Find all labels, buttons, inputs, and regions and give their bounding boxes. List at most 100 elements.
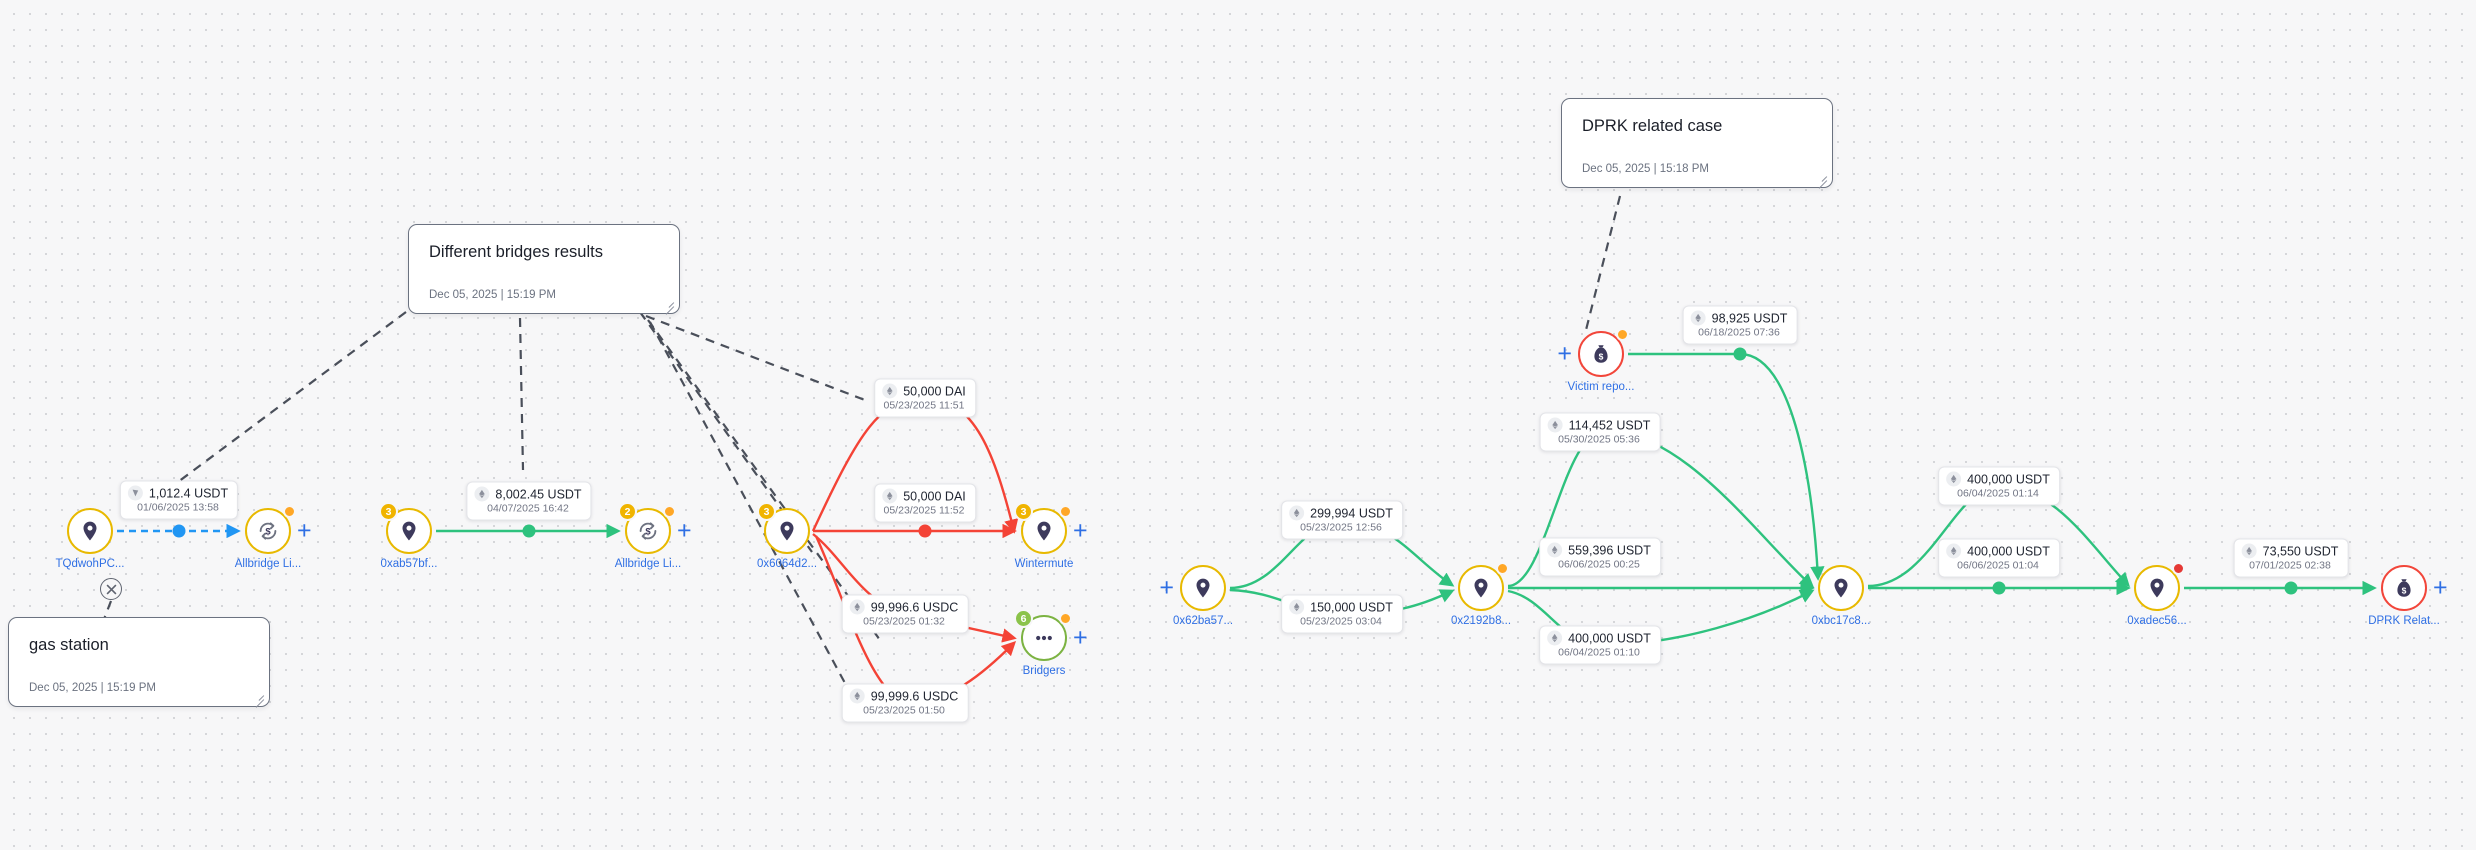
edge-amount-row: 400,000 USDT	[1547, 630, 1651, 646]
svg-text:$: $	[1599, 351, 1604, 361]
ethereum-icon	[1551, 545, 1558, 555]
node-label[interactable]: Victim repo...	[1567, 381, 1635, 393]
node-label[interactable]: 0xadec56...	[2127, 615, 2187, 627]
expand-node-button[interactable]: +	[1557, 339, 1572, 368]
graph-node-0xab57bf[interactable]: 3 0xab57bf...	[379, 502, 437, 570]
sticky-note-date: Dec 05, 2025 | 15:19 PM	[429, 289, 557, 301]
graph-node-allbridge2[interactable]: $2 + Allbridge Li...	[615, 502, 692, 570]
node-label[interactable]: 0xab57bf...	[380, 558, 438, 570]
annotation-connectors	[94, 195, 1622, 723]
node-label[interactable]: 0x2192b8...	[1450, 615, 1512, 627]
node-label[interactable]: 0x62ba57...	[1172, 615, 1234, 627]
graph-node-0x6064d2[interactable]: 3 0x6064d2...	[757, 502, 817, 570]
graph-node-0xadec56[interactable]: 0xadec56...	[2127, 562, 2187, 627]
graph-node-tqdwoh[interactable]: TQdwohPC...	[55, 508, 125, 570]
graph-node-0xbc17c8[interactable]: 0xbc17c8...	[1812, 565, 1870, 627]
edge-timestamp: 05/23/2025 03:04	[1300, 615, 1382, 628]
node-label[interactable]: DPRK Relat...	[2368, 615, 2440, 627]
pin-icon	[780, 521, 794, 541]
node-status-dot	[1059, 505, 1072, 518]
pin-icon	[2150, 578, 2164, 598]
node-ring	[2134, 565, 2180, 611]
node-count-badge[interactable]: 3	[757, 502, 776, 521]
edge-amount: 559,396 USDT	[1568, 543, 1651, 557]
edge-amount: 50,000 DAI	[903, 489, 966, 503]
node-label[interactable]: Allbridge Li...	[614, 558, 682, 570]
edge-amount-row: 114,452 USDT	[1547, 417, 1650, 433]
ethereum-icon	[1551, 633, 1558, 643]
node-label[interactable]: 0x6064d2...	[756, 558, 818, 570]
graph-node-wintermute[interactable]: 3 + Wintermute	[1014, 502, 1088, 570]
edge-amount: 400,000 USDT	[1568, 631, 1651, 645]
sticky-note-title[interactable]: Different bridges results	[429, 243, 603, 261]
node-status-dot	[283, 505, 296, 518]
node-count-badge[interactable]: 3	[379, 502, 398, 521]
ethereum-icon	[1695, 313, 1701, 323]
expand-node-button[interactable]: +	[2433, 573, 2448, 602]
edge-amount-row: 99,996.6 USDC	[849, 599, 959, 615]
node-status-dot	[2172, 562, 2185, 575]
graph-node-0x62ba57[interactable]: +0x62ba57...	[1159, 565, 1233, 627]
edge-timestamp: 05/23/2025 12:56	[1300, 521, 1382, 534]
node-label[interactable]: Bridgers	[1022, 665, 1066, 677]
edge-timestamp: 06/04/2025 01:14	[1957, 487, 2039, 500]
node-label[interactable]: 0xbc17c8...	[1811, 615, 1871, 627]
ethereum-icon	[886, 386, 893, 396]
graph-node-bridgers[interactable]: 6 + Bridgers	[1014, 609, 1088, 677]
graph-node-victim[interactable]: $ + Victim repo...	[1557, 328, 1634, 393]
edge-ab57bf-allbridge	[436, 523, 621, 539]
expand-node-button[interactable]: +	[1159, 573, 1174, 602]
node-label[interactable]: Allbridge Li...	[234, 558, 302, 570]
node-status-dot	[1496, 562, 1509, 575]
node-status-dot	[663, 505, 676, 518]
close-icon[interactable]	[100, 578, 122, 600]
moneybag-icon: $	[2397, 579, 2411, 597]
edge-amount: 99,999.6 USDC	[870, 689, 959, 703]
edge-amount: 8,002.45 USDT	[495, 487, 582, 501]
resize-handle-icon[interactable]	[1815, 171, 1828, 189]
graph-node-allbridge1[interactable]: $+Allbridge Li...	[235, 505, 312, 570]
resize-handle-icon[interactable]	[252, 690, 265, 708]
node-count-badge[interactable]: 2	[618, 502, 637, 521]
graph-node-dprk[interactable]: $ + DPRK Relat...	[2368, 565, 2448, 627]
expand-node-button[interactable]: +	[677, 516, 692, 545]
node-ring	[67, 508, 113, 554]
sticky-note-title[interactable]: DPRK related case	[1582, 117, 1723, 135]
expand-node-button[interactable]: +	[1073, 516, 1088, 545]
resize-handle-icon[interactable]	[662, 297, 675, 315]
node-ring: $	[2381, 565, 2427, 611]
node-count-badge[interactable]: 6	[1014, 609, 1033, 628]
node-label[interactable]: TQdwohPC...	[55, 558, 125, 570]
sticky-note-date: Dec 05, 2025 | 15:18 PM	[1582, 163, 1710, 175]
bridge-icon: $	[639, 522, 657, 540]
node-label[interactable]: Wintermute	[1014, 558, 1074, 570]
edge-amount-row: 1,012.4 USDT	[127, 485, 228, 501]
edge-amount: 400,000 USDT	[1967, 472, 2050, 486]
edge-amount: 99,996.6 USDC	[870, 600, 959, 614]
node-count-badge[interactable]: 3	[1014, 502, 1033, 521]
graph-node-0x2192b8[interactable]: 0x2192b8...	[1451, 562, 1511, 627]
expand-node-button[interactable]: +	[297, 516, 312, 545]
sticky-note-title[interactable]: gas station	[29, 636, 109, 654]
expand-node-button[interactable]: +	[1073, 623, 1088, 652]
pin-icon	[1474, 578, 1488, 598]
